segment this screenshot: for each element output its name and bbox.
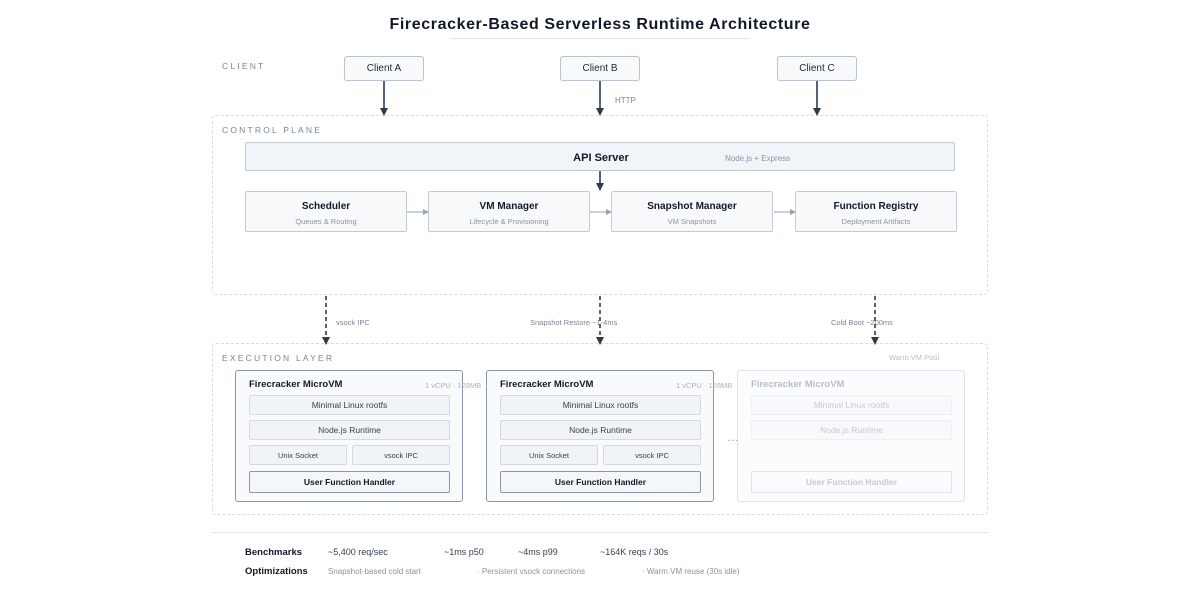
microvm-3-rootfs: Minimal Linux rootfs [751,395,952,415]
microvm-2-vsock: vsock IPC [603,445,701,465]
api-server-title: API Server [573,152,629,164]
microvm-2-unix-socket: Unix Socket [500,445,598,465]
snapshot-manager-title: Snapshot Manager [647,201,737,212]
microvm-3-handler: User Function Handler [751,471,952,493]
benchmark-p50: ~1ms p50 [444,547,484,557]
client-c-box: Client C [777,56,857,81]
diagram-title: Firecracker-Based Serverless Runtime Arc… [389,16,811,33]
footer-divider [212,532,988,533]
benchmark-total: ~164K reqs / 30s [600,547,669,557]
microvm-1-vsock: vsock IPC [352,445,450,465]
more-vms-ellipsis: … [727,430,740,444]
vm-manager-title: VM Manager [479,201,539,212]
microvm-1-handler: User Function Handler [249,471,450,493]
benchmarks-heading: Benchmarks [245,547,303,558]
api-server-subtitle: Node.js + Express [725,154,791,163]
vm-manager-box: VM Manager Lifecycle & Provisioning [428,191,590,232]
api-server-box: API Server Node.js + Express [245,142,955,171]
microvm-3-runtime: Node.js Runtime [751,420,952,440]
client-section-label: CLIENT [222,61,266,71]
microvm-2-spec: 1 vCPU · 128MB [676,381,733,390]
cold-boot-label: Cold Boot ~200ms [831,318,893,327]
microvm-1-spec: 1 vCPU · 128MB [425,381,482,390]
optimization-vsock: · Persistent vsock connections [477,567,586,576]
microvm-1-rootfs: Minimal Linux rootfs [249,395,450,415]
scheduler-subtitle: Queues & Routing [295,217,357,226]
microvm-1: Firecracker MicroVM 1 vCPU · 128MB Minim… [235,370,481,502]
http-label: HTTP [615,96,636,105]
snapshot-restore-label: Snapshot Restore ~1-4ms [530,318,618,327]
snapshot-manager-box: Snapshot Manager VM Snapshots [611,191,773,232]
microvm-1-title: Firecracker MicroVM [249,379,343,390]
optimization-snapshot: Snapshot-based cold start [328,567,421,576]
benchmark-throughput: ~5,400 req/sec [328,547,388,557]
microvm-3-warm: Firecracker MicroVM Minimal Linux rootfs… [737,370,965,502]
client-a-box: Client A [344,56,424,81]
vm-manager-subtitle: Lifecycle & Provisioning [469,217,549,226]
title-underline [450,38,750,39]
optimization-warm-reuse: · Warm VM reuse (30s idle) [642,567,740,576]
microvm-2-rootfs: Minimal Linux rootfs [500,395,701,415]
microvm-2: Firecracker MicroVM 1 vCPU · 128MB Minim… [486,370,732,502]
vsock-ipc-label: vsock IPC [336,318,370,327]
microvm-3-title: Firecracker MicroVM [751,379,845,390]
function-registry-subtitle: Deployment Artifacts [841,217,911,226]
microvm-1-unix-socket: Unix Socket [249,445,347,465]
scheduler-title: Scheduler [301,201,351,212]
execution-layer-label: EXECUTION LAYER [222,353,335,363]
client-b-box: Client B [560,56,640,81]
scheduler-box: Scheduler Queues & Routing [245,191,407,232]
function-registry-box: Function Registry Deployment Artifacts [795,191,957,232]
microvm-2-handler: User Function Handler [500,471,701,493]
microvm-1-runtime: Node.js Runtime [249,420,450,440]
microvm-2-title: Firecracker MicroVM [500,379,594,390]
function-registry-title: Function Registry [833,201,919,212]
microvm-2-runtime: Node.js Runtime [500,420,701,440]
snapshot-manager-subtitle: VM Snapshots [667,217,717,226]
control-plane-label: CONTROL PLANE [222,125,323,135]
warm-vm-pool-label: Warm VM Pool [889,353,940,362]
benchmark-p99: ~4ms p99 [518,547,558,557]
optimizations-heading: Optimizations [245,566,308,577]
